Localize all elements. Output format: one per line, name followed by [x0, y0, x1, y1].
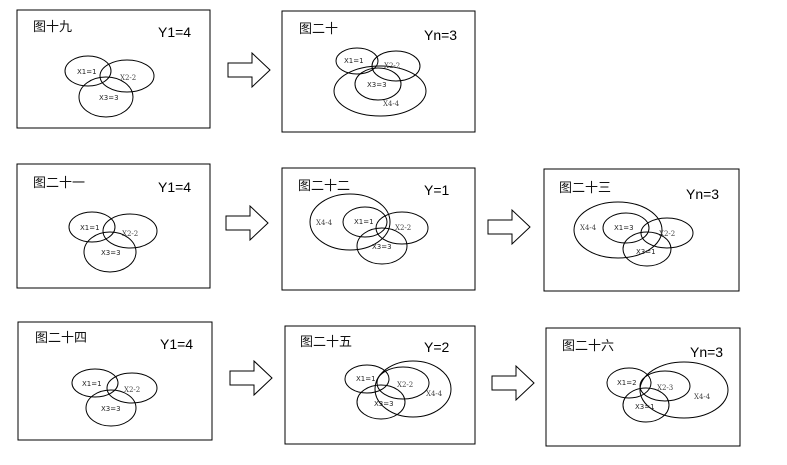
label-x2: X2-2 — [124, 386, 140, 394]
ellipse-x3 — [83, 231, 137, 273]
panel-frame — [17, 321, 213, 441]
label-x2: X2-2 — [384, 62, 400, 70]
label-x3: X3=3 — [374, 400, 394, 408]
arrow-right — [229, 359, 273, 397]
label-x4: X4-4 — [580, 224, 597, 232]
label-x3: X3=1 — [636, 248, 656, 256]
ellipse-x2 — [375, 211, 429, 245]
ellipse-x3 — [356, 227, 408, 265]
panel-title: 图二十一 — [33, 176, 85, 191]
ellipse-x2 — [640, 217, 694, 249]
ellipse-x4 — [309, 193, 391, 251]
panel-value: Y1=4 — [158, 24, 191, 40]
panel-fig-25: 图二十五 Y=2 X1=1 X2-2 X3=3 X4-4 — [284, 325, 476, 445]
ellipse-x2 — [99, 59, 155, 93]
label-x3: X3=3 — [101, 405, 121, 413]
panel-value: Y1=4 — [160, 336, 193, 352]
label-x2: X2-2 — [122, 230, 138, 238]
ellipse-x1 — [342, 206, 388, 238]
label-x1: X1=1 — [82, 380, 102, 388]
ellipse-x4 — [639, 361, 729, 419]
panel-fig-24: 图二十四 Y1=4 X1=1 X2-2 X3=3 — [17, 321, 213, 441]
panel-value: Yn=3 — [424, 27, 457, 43]
label-x4: X4-4 — [694, 393, 711, 401]
ellipse-x1 — [68, 211, 116, 243]
ellipse-x4 — [333, 65, 427, 117]
panel-frame — [545, 327, 741, 447]
ellipse-x4 — [374, 360, 452, 418]
panel-frame — [281, 10, 476, 133]
ellipse-x1 — [606, 367, 652, 399]
arrow-right — [487, 208, 531, 246]
label-x1: X1=1 — [80, 224, 100, 232]
panel-title: 图二十五 — [300, 335, 352, 350]
label-x2: X2-2 — [395, 224, 411, 232]
ellipse-x3 — [354, 67, 402, 101]
ellipse-x1 — [335, 47, 379, 75]
label-x4: X4-4 — [426, 390, 443, 398]
arrow-right — [225, 204, 269, 242]
ellipse-x2 — [639, 370, 691, 402]
panel-value: Y1=4 — [158, 179, 191, 195]
ellipse-x2 — [376, 366, 430, 400]
label-x1: X1=1 — [77, 68, 97, 76]
label-x3: X3=1 — [635, 403, 655, 411]
arrow-right — [227, 51, 271, 89]
panel-title: 图二十二 — [298, 179, 350, 194]
ellipse-x1 — [71, 368, 119, 398]
label-x2: X2-3 — [657, 384, 673, 392]
label-x1: X1=3 — [614, 224, 634, 232]
label-x1: X1=1 — [354, 218, 374, 226]
label-x2: X2-2 — [659, 230, 675, 238]
panel-frame — [281, 167, 476, 291]
ellipse-x3 — [78, 76, 134, 118]
arrow-right — [491, 364, 535, 402]
panel-title: 图二十四 — [35, 331, 87, 346]
label-x1: X1=2 — [617, 379, 637, 387]
panel-title: 图二十六 — [562, 339, 614, 354]
panel-value: Y=2 — [424, 339, 450, 355]
panel-title: 图二十三 — [559, 181, 611, 196]
ellipse-x2 — [371, 50, 421, 82]
panel-title: 图十九 — [33, 20, 72, 35]
label-x3: X3=3 — [101, 249, 121, 257]
ellipse-x1 — [64, 55, 112, 87]
ellipse-x2 — [102, 213, 158, 249]
panel-fig-20: 图二十 Yn=3 X1=1 X2-2 X3=3 X4-4 — [281, 10, 476, 133]
label-x3: X3=3 — [372, 243, 392, 251]
panel-value: Yn=3 — [690, 344, 723, 360]
panel-fig-19: 图十九 Y1=4 X1=1 X2-2 X3=3 — [16, 9, 211, 129]
panel-fig-23: 图二十三 Yn=3 X4-4 X1=3 X2-2 X3=1 — [543, 168, 740, 292]
panel-value: Yn=3 — [686, 186, 719, 202]
label-x2: X2-2 — [120, 74, 136, 82]
panel-title: 图二十 — [299, 22, 338, 37]
label-x2: X2-2 — [397, 381, 413, 389]
ellipse-x4 — [573, 201, 663, 259]
ellipse-x3 — [356, 384, 406, 420]
panel-fig-22: 图二十二 Y=1 X4-4 X1=1 X2-2 X3=3 — [281, 167, 476, 291]
panel-fig-26: 图二十六 Yn=3 X1=2 X2-3 X3=1 X4-4 — [545, 327, 741, 447]
ellipse-x1 — [344, 364, 390, 394]
label-x3: X3=3 — [367, 81, 387, 89]
ellipse-x3 — [622, 387, 670, 423]
label-x1: X1=1 — [356, 375, 376, 383]
panel-value: Y=1 — [424, 182, 450, 198]
ellipse-x2 — [106, 372, 158, 404]
ellipse-x3 — [85, 389, 137, 427]
panel-frame — [16, 9, 211, 129]
panel-fig-21: 图二十一 Y1=4 X1=1 X2-2 X3=3 — [16, 163, 211, 289]
label-x4: X4-4 — [316, 219, 333, 227]
panel-frame — [16, 163, 211, 289]
ellipse-x3 — [622, 231, 672, 267]
label-x3: X3=3 — [99, 94, 119, 102]
ellipse-x1 — [602, 212, 650, 244]
label-x4: X4-4 — [383, 100, 400, 108]
label-x1: X1=1 — [344, 57, 364, 65]
